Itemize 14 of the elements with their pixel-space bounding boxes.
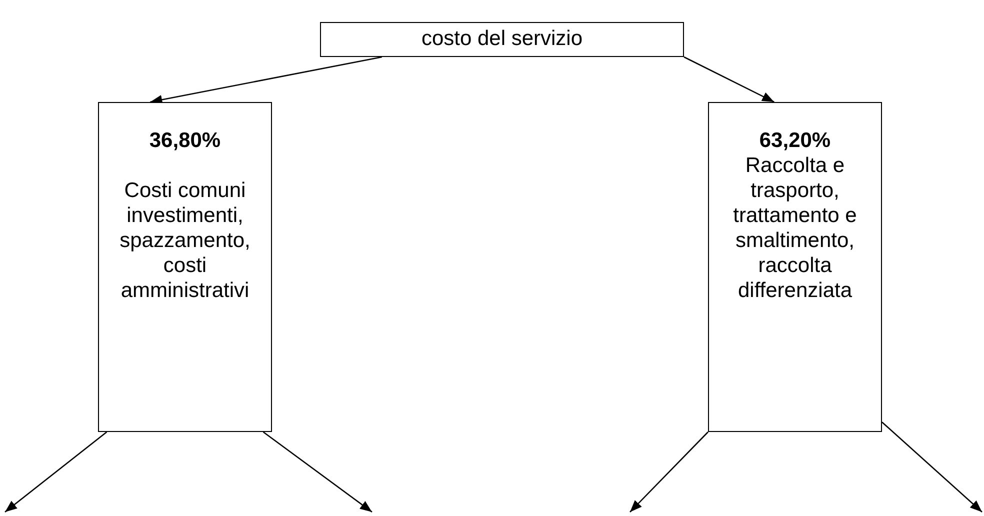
arrow <box>4 431 108 513</box>
arrow <box>684 56 774 103</box>
percentage-label: 63,20% <box>758 128 832 153</box>
arrow <box>882 422 982 512</box>
box-text: Costi comuni investimenti, spazzamento, costi amministrativi <box>118 178 252 303</box>
box-text: costo del servizio <box>420 26 584 51</box>
category-box <box>98 102 272 432</box>
category-box <box>708 102 882 432</box>
percentage-label: 36,80% <box>148 128 222 153</box>
arrow <box>262 431 372 513</box>
title-box <box>320 22 684 57</box>
box-text: Raccolta e trasporto, trattamento e smaltimento, raccolta differenziata <box>732 153 858 303</box>
arrow <box>150 56 382 104</box>
arrow <box>630 432 708 512</box>
